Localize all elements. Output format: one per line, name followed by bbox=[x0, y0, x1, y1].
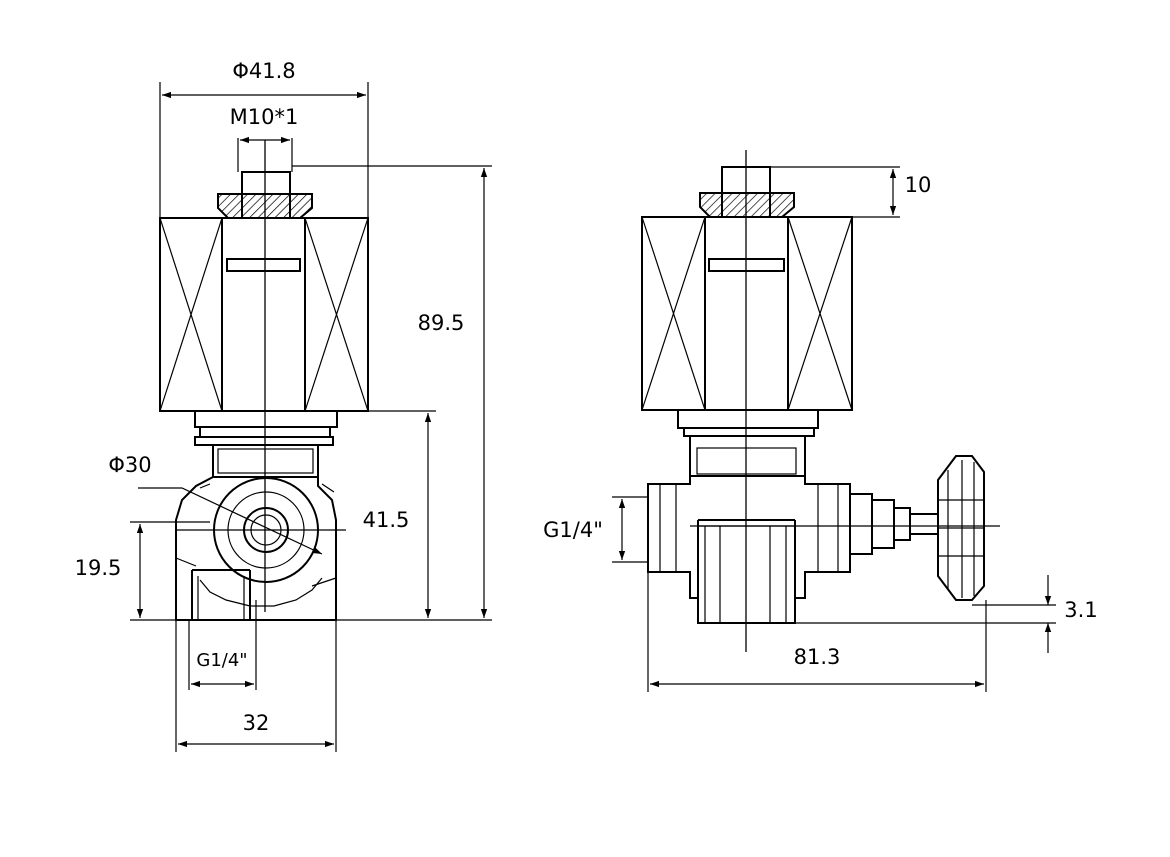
side-handwheel bbox=[849, 455, 985, 601]
side-view bbox=[641, 150, 1000, 652]
base-width-label: 32 bbox=[243, 711, 270, 735]
knob-offset-label: 3.1 bbox=[1064, 598, 1097, 622]
side-valve-body bbox=[647, 475, 851, 624]
side-lower-nut bbox=[677, 409, 819, 477]
front-view bbox=[159, 140, 369, 621]
body-diameter-label: Φ30 bbox=[108, 453, 151, 477]
side-port-thread-label: G1/4" bbox=[543, 518, 603, 542]
nut-height-label: 10 bbox=[905, 173, 932, 197]
front-lower-nut bbox=[194, 410, 338, 478]
front-valve-body bbox=[175, 476, 337, 621]
front-coil bbox=[159, 217, 369, 412]
total-height-label: 89.5 bbox=[418, 311, 465, 335]
thread-label: M10*1 bbox=[230, 105, 299, 129]
body-height-label: 41.5 bbox=[363, 508, 410, 532]
side-top-nut bbox=[699, 166, 795, 218]
side-coil bbox=[641, 216, 853, 411]
coil-diameter-label: Φ41.8 bbox=[232, 59, 295, 83]
overall-length-label: 81.3 bbox=[794, 645, 841, 669]
front-dimensions: Φ41.8 M10*1 89.5 41.5 Φ30 19.5 G1/4" 32 bbox=[75, 59, 492, 752]
port-height-label: 19.5 bbox=[75, 556, 122, 580]
side-dimensions: 10 G1/4" 3.1 81.3 bbox=[543, 166, 1098, 692]
front-port-thread-label: G1/4" bbox=[196, 650, 247, 671]
